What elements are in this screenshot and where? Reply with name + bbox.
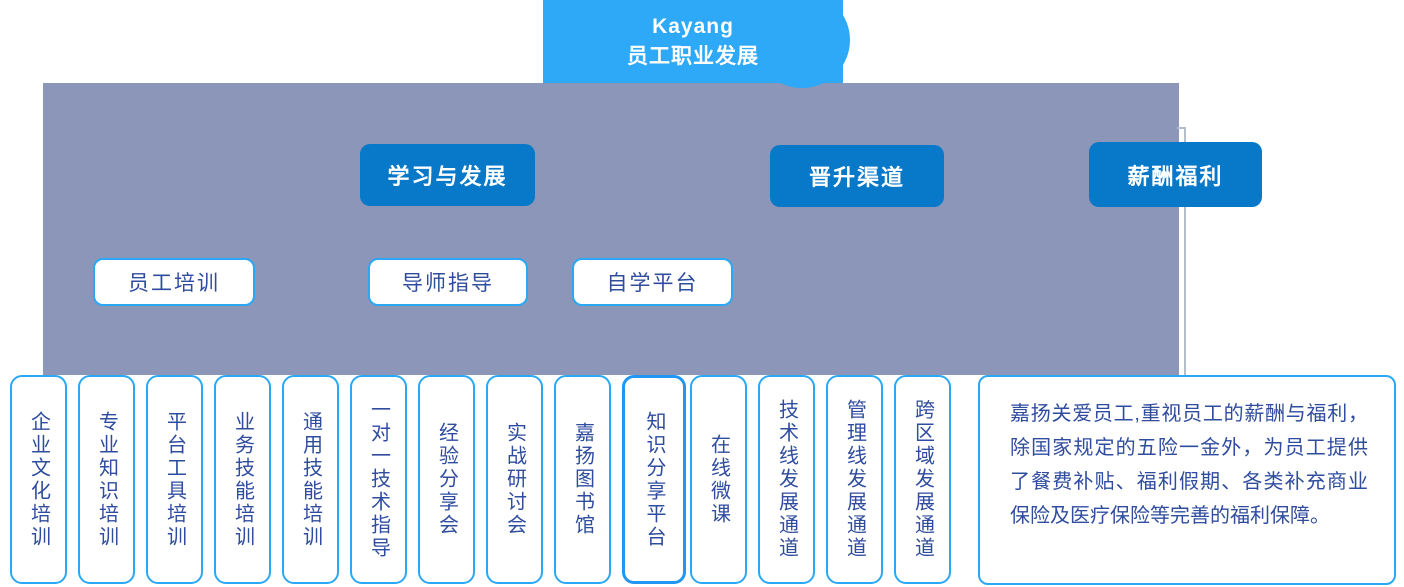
root-node: Kayang 员工职业发展	[543, 0, 843, 83]
career-item: 通用技能培训	[282, 375, 339, 584]
category-promotion-channel: 晋升渠道	[770, 145, 944, 207]
subcategory-self-learning-platform: 自学平台	[572, 258, 733, 306]
connector-vertical-line	[1184, 127, 1186, 375]
root-title-line1: Kayang	[652, 14, 734, 38]
career-item-label: 经验分享会	[435, 422, 458, 537]
subcategory-employee-training: 员工培训	[93, 258, 255, 306]
connector-corner-line	[1177, 127, 1185, 129]
career-item: 业务技能培训	[214, 375, 271, 584]
career-item-label: 企业文化培训	[27, 410, 50, 549]
career-item-label: 通用技能培训	[299, 410, 322, 549]
career-item: 企业文化培训	[10, 375, 67, 584]
career-item: 一对一技术指导	[350, 375, 407, 584]
career-item: 跨区域发展通道	[894, 375, 951, 584]
career-item: 技术线发展通道	[758, 375, 815, 584]
career-item-label: 一对一技术指导	[367, 399, 390, 560]
career-item: 管理线发展通道	[826, 375, 883, 584]
career-item-label: 专业知识培训	[95, 410, 118, 549]
career-item: 专业知识培训	[78, 375, 135, 584]
career-item-label: 平台工具培训	[163, 410, 186, 549]
benefits-note-text: 嘉扬关爱员工,重视员工的薪酬与福利，除国家规定的五险一金外，为员工提供了餐费补贴…	[1010, 403, 1368, 527]
career-item: 嘉扬图书馆	[554, 375, 611, 584]
category-compensation-benefits: 薪酬福利	[1089, 142, 1262, 207]
category-label: 晋升渠道	[808, 165, 905, 190]
category-label: 学习与发展	[387, 164, 508, 189]
career-item: 经验分享会	[418, 375, 475, 584]
career-item: 在线微课	[690, 375, 747, 584]
career-item: 平台工具培训	[146, 375, 203, 584]
background-panel	[43, 83, 1179, 375]
subcategory-mentor-guidance: 导师指导	[368, 258, 528, 306]
root-title-line2: 员工职业发展	[627, 44, 759, 68]
subcategory-label: 导师指导	[402, 272, 494, 295]
career-item: 实战研讨会	[486, 375, 543, 584]
career-item-label: 知识分享平台	[643, 410, 665, 549]
subcategory-label: 员工培训	[128, 272, 220, 295]
benefits-note: 嘉扬关爱员工,重视员工的薪酬与福利，除国家规定的五险一金外，为员工提供了餐费补贴…	[978, 375, 1396, 585]
category-learning-development: 学习与发展	[360, 144, 535, 206]
career-item-label: 管理线发展通道	[843, 399, 866, 560]
career-item: 知识分享平台	[622, 375, 686, 584]
career-item-label: 在线微课	[707, 433, 730, 526]
career-item-label: 实战研讨会	[503, 422, 526, 537]
career-item-label: 嘉扬图书馆	[571, 422, 594, 537]
career-item-label: 跨区域发展通道	[911, 399, 934, 560]
career-item-label: 业务技能培训	[231, 410, 254, 549]
subcategory-label: 自学平台	[606, 272, 699, 295]
career-item-label: 技术线发展通道	[775, 399, 798, 560]
category-label: 薪酬福利	[1127, 163, 1224, 189]
